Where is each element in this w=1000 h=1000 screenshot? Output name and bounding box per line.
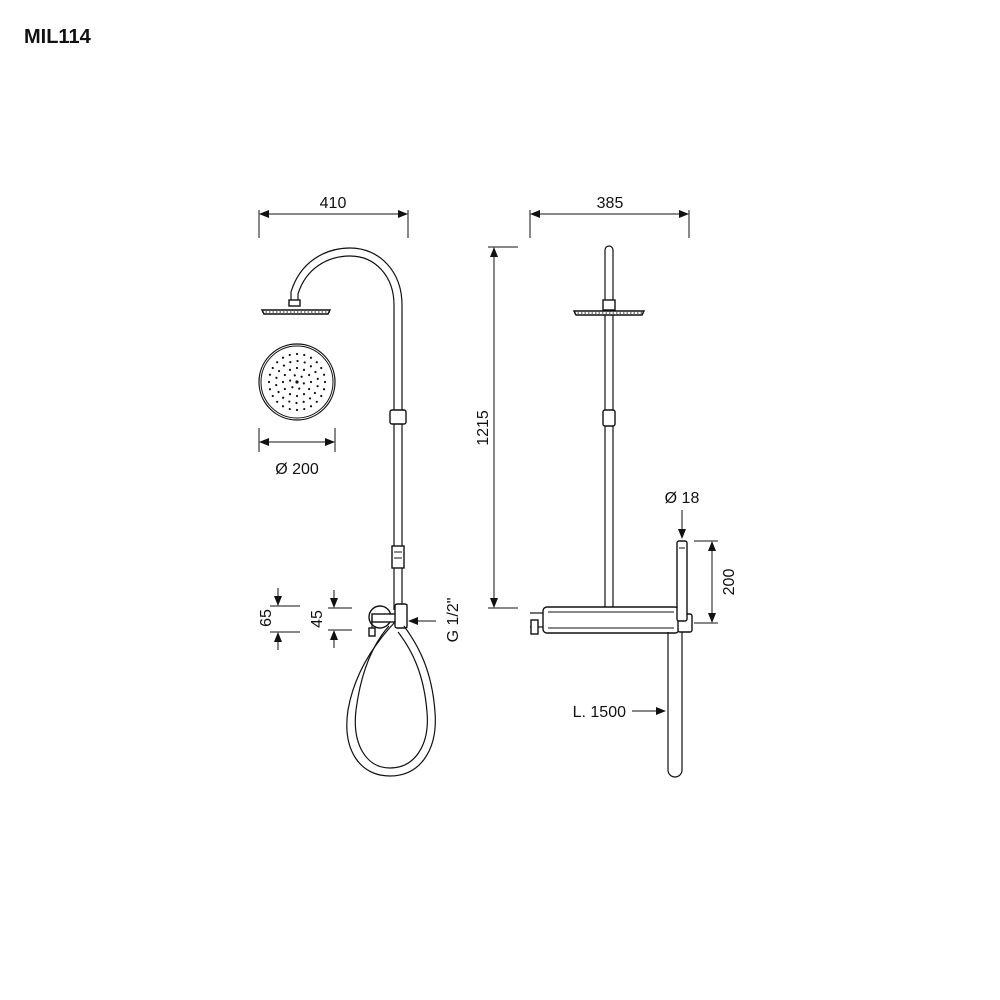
nozzle-hole: [309, 405, 313, 408]
dim-hand-length: 200: [694, 540, 738, 624]
nozzle-hole: [314, 370, 317, 374]
nozzle-hole: [283, 387, 286, 391]
nozzle-hole: [316, 377, 319, 380]
nozzle-hole: [288, 353, 291, 357]
nozzle-hole: [322, 373, 326, 376]
nozzle-hole: [322, 388, 326, 391]
front-width-label: 410: [320, 195, 347, 212]
side-hand-shower: [667, 540, 688, 778]
dim-45: 45: [309, 590, 352, 648]
nozzle-hole: [268, 373, 272, 376]
nozzle-holes: [267, 352, 327, 412]
nozzle-hole: [267, 380, 271, 384]
nozzle-hole: [295, 408, 299, 412]
thread-label: G 1/2": [445, 598, 462, 643]
nozzle-hole: [309, 380, 313, 384]
nozzle-hole: [303, 407, 306, 411]
nozzle-hole: [275, 384, 278, 387]
product-code: MIL114: [24, 26, 91, 48]
side-view: 385 1215: [475, 195, 738, 778]
mixer-body: [368, 603, 408, 637]
shower-hose: [346, 621, 436, 777]
nozzle-hole: [313, 391, 317, 395]
dim-side-width: 385: [529, 195, 690, 238]
nozzle-hole: [291, 386, 294, 389]
dim-hose-length: L. 1500: [573, 704, 666, 721]
dim-head-diameter: Ø 200: [258, 428, 336, 478]
shower-head-top: [258, 343, 336, 421]
nozzle-hole: [277, 369, 281, 373]
height-label: 1215: [475, 410, 492, 446]
side-riser: [602, 245, 616, 608]
nozzle-hole: [275, 376, 278, 379]
nozzle-hole: [282, 396, 285, 399]
head-diameter-label: Ø 200: [275, 461, 319, 478]
nozzle-hole: [295, 401, 298, 405]
nozzle-hole: [315, 361, 318, 364]
nozzle-hole: [288, 393, 292, 396]
nozzle-hole: [303, 361, 306, 364]
nozzle-hole: [289, 360, 292, 364]
nozzle-hole: [268, 388, 272, 391]
nozzle-hole: [323, 380, 327, 384]
nozzle-hole: [276, 361, 279, 364]
side-shower-head: [572, 310, 646, 316]
dim-front-width: 410: [258, 195, 409, 238]
offset-65-label: 65: [258, 609, 275, 627]
riser-pipe: [389, 409, 407, 610]
nozzle-hole: [295, 380, 299, 384]
nozzle-hole: [283, 373, 286, 377]
nozzle-hole: [302, 368, 306, 371]
nozzle-hole: [302, 393, 306, 396]
nozzle-hole: [289, 379, 292, 382]
front-view: 410 Ø 200: [258, 195, 462, 777]
nozzle-hole: [320, 366, 323, 370]
nozzle-hole: [288, 400, 291, 403]
shower-head-profile: [260, 309, 332, 315]
nozzle-hole: [296, 359, 299, 363]
nozzle-hole: [295, 352, 299, 356]
nozzle-hole: [308, 373, 311, 377]
nozzle-hole: [288, 368, 292, 371]
nozzle-hole: [308, 397, 312, 400]
nozzle-hole: [308, 387, 311, 391]
nozzle-hole: [281, 356, 285, 359]
nozzle-hole: [300, 375, 303, 378]
nozzle-hole: [302, 400, 305, 404]
nozzle-hole: [316, 385, 319, 388]
hand-diameter-label: Ø 18: [665, 490, 700, 507]
nozzle-hole: [281, 380, 285, 384]
offset-45-label: 45: [309, 610, 326, 628]
nozzle-hole: [320, 394, 323, 398]
shower-arm: [288, 247, 403, 412]
nozzle-hole: [295, 366, 299, 370]
nozzle-hole: [276, 400, 279, 403]
nozzle-hole: [277, 390, 280, 394]
dim-hand-diameter: Ø 18: [665, 490, 700, 539]
nozzle-hole: [271, 366, 274, 370]
hose-length-label: L. 1500: [573, 704, 626, 721]
nozzle-hole: [295, 394, 299, 398]
nozzle-hole: [309, 356, 313, 359]
side-width-label: 385: [597, 195, 624, 212]
nozzle-hole: [281, 405, 285, 408]
nozzle-hole: [302, 382, 305, 385]
nozzle-hole: [271, 394, 274, 398]
nozzle-hole: [315, 400, 318, 403]
nozzle-hole: [293, 374, 296, 377]
side-mixer-bar: [530, 606, 693, 635]
nozzle-hole: [303, 353, 306, 357]
nozzle-hole: [282, 364, 286, 367]
dim-thread: G 1/2": [408, 598, 462, 643]
nozzle-hole: [288, 407, 291, 411]
nozzle-hole: [309, 365, 312, 368]
dim-65: 65: [258, 588, 300, 650]
hand-length-label: 200: [721, 569, 738, 596]
dim-height: 1215: [475, 246, 518, 609]
nozzle-hole: [298, 387, 301, 390]
